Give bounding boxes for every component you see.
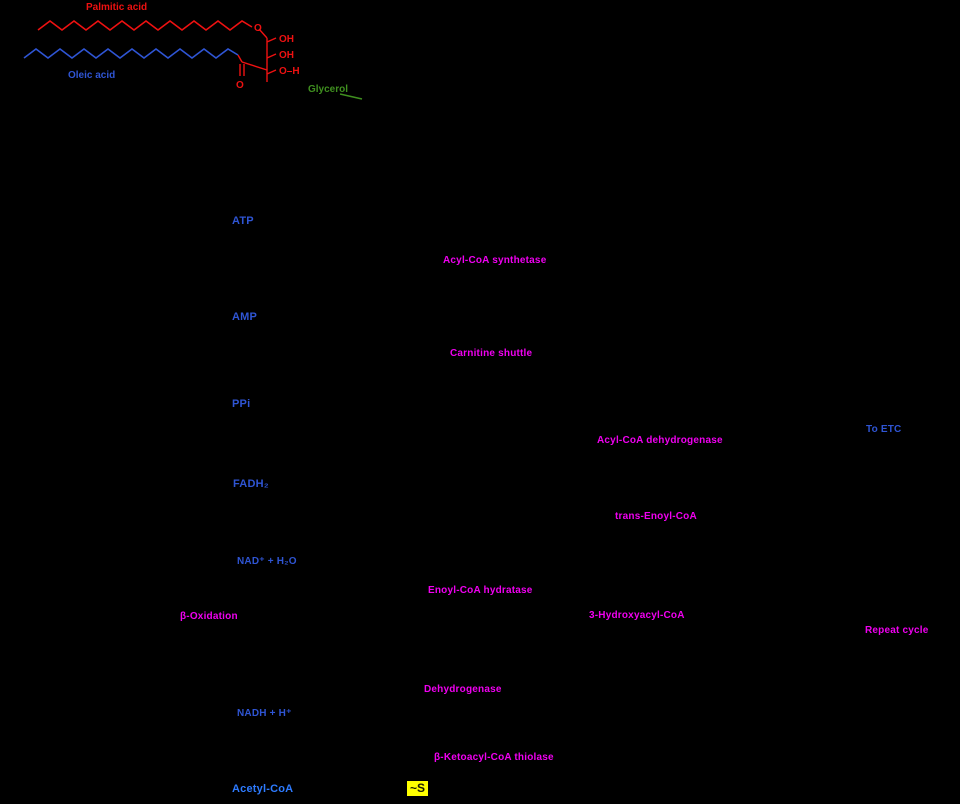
backbone-label-pointer: [339, 93, 363, 100]
cofactor-label: FADH₂: [233, 478, 269, 490]
hydroxyl-label-1: OH: [279, 34, 294, 45]
enzyme-label: Acyl-CoA synthetase: [443, 255, 547, 266]
cofactor-label: NAD⁺ + H₂O: [237, 556, 297, 567]
cofactor-label: AMP: [232, 311, 258, 323]
enzyme-label: Enoyl-CoA hydratase: [428, 585, 533, 596]
glycerol-backbone-bonds: [237, 28, 277, 82]
hydroxyl-label-2: OH: [279, 50, 294, 61]
carbonyl-oxygen-label: O: [236, 80, 244, 91]
side-note-label: Repeat cycle: [865, 625, 929, 636]
enzyme-label: β-Ketoacyl-CoA thiolase: [434, 752, 554, 763]
pathway-title-label: β-Oxidation: [180, 611, 238, 622]
glycerol-name-label: Glycerol: [308, 84, 348, 95]
intermediate-label: trans-Enoyl-CoA: [615, 511, 697, 522]
intermediate-label: 3-Hydroxyacyl-CoA: [589, 610, 685, 621]
ester-oxygen-label: O: [254, 23, 262, 34]
lipid-structure-diagram: O OH OH O–H O Palmitic acid Oleic acid G…: [23, 2, 363, 100]
blue-chain-name-label: Oleic acid: [68, 70, 115, 81]
red-chain-name-label: Palmitic acid: [86, 2, 147, 13]
enzyme-label: Acyl-CoA dehydrogenase: [597, 435, 723, 446]
blue-fatty-acid-chain: [23, 48, 239, 59]
cofactor-label: NADH + H⁺: [237, 708, 292, 719]
cofactor-label: ATP: [232, 215, 254, 227]
red-fatty-acid-chain: [37, 20, 253, 31]
side-note-label: To ETC: [866, 424, 902, 435]
hydroxyl-label-3: O–H: [279, 66, 300, 77]
carbonyl-double-bond: [239, 64, 245, 76]
enzyme-label: Dehydrogenase: [424, 684, 502, 695]
product-label: Acetyl-CoA: [232, 783, 294, 795]
thioester-highlight-badge: ~S: [407, 781, 429, 796]
enzyme-label: Carnitine shuttle: [450, 348, 533, 359]
cofactor-label: PPi: [232, 398, 251, 410]
